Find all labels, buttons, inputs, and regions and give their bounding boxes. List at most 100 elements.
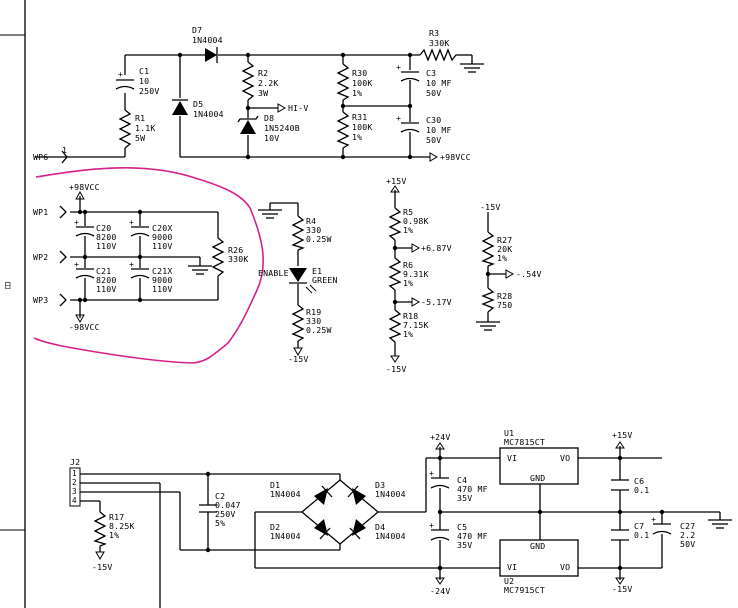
svg-text:D4: D4 (375, 522, 385, 532)
svg-text:R6: R6 (403, 260, 413, 270)
ground-bottom (708, 519, 732, 529)
plus24-label: +24V (430, 432, 450, 450)
junction-dots (77, 52, 665, 571)
plus15-divider: +15V (386, 176, 406, 193)
svg-text:1%: 1% (497, 253, 507, 263)
svg-text:U2: U2 (504, 576, 514, 586)
capacitor-c2: C2 0.047 250V 5% (199, 491, 240, 528)
diode-d3: D3 1N4004 (339, 479, 406, 513)
svg-text:0.1: 0.1 (634, 530, 649, 540)
svg-text:C27: C27 (680, 521, 695, 531)
resistor-r4: R4 330 0.25W (291, 215, 332, 251)
svg-text:1N4004: 1N4004 (375, 489, 406, 499)
left-margin: 日 (0, 0, 26, 608)
resistor-r31: R31 100K 1% (336, 111, 372, 149)
svg-text:0.25W: 0.25W (306, 234, 332, 244)
led-column-wires (270, 202, 299, 348)
svg-text:E1: E1 (312, 266, 322, 276)
capacitor-c30: + C30 10 MF 50V (396, 113, 451, 145)
svg-text:3W: 3W (258, 88, 268, 98)
svg-text:+: + (396, 113, 401, 123)
svg-text:35V: 35V (457, 493, 472, 503)
svg-text:-15V: -15V (288, 354, 309, 364)
svg-text:8200: 8200 (96, 232, 117, 242)
svg-text:R19: R19 (306, 307, 321, 317)
svg-text:5%: 5% (215, 518, 225, 528)
svg-text:VO: VO (560, 562, 570, 572)
diode-d7: D7 1N4004 (192, 25, 223, 63)
svg-text:1N4004: 1N4004 (375, 531, 406, 541)
svg-text:C30: C30 (426, 115, 441, 125)
capacitor-c4: + C4 470 MF 35V (429, 468, 488, 503)
resistor-r27: R27 20K 1% (481, 231, 512, 267)
svg-text:R4: R4 (306, 216, 316, 226)
svg-text:8.25K: 8.25K (109, 521, 135, 531)
ground-r28 (476, 321, 500, 331)
svg-text:-15V: -15V (480, 202, 501, 212)
svg-text:-15V: -15V (612, 584, 633, 594)
cap-bank-wires (70, 196, 219, 318)
svg-text:J2: J2 (70, 457, 80, 467)
svg-text:110V: 110V (152, 241, 173, 251)
svg-text:R5: R5 (403, 207, 413, 217)
svg-text:VI: VI (507, 453, 517, 463)
svg-text:R30: R30 (352, 68, 367, 78)
svg-text:VI: VI (507, 562, 517, 572)
svg-text:WP1: WP1 (33, 207, 48, 217)
svg-text:9000: 9000 (152, 232, 173, 242)
svg-text:110V: 110V (96, 241, 117, 251)
resistor-r6: R6 9.31K 1% (388, 257, 428, 291)
plus15-output: +15V (612, 430, 632, 449)
svg-text:1%: 1% (403, 225, 413, 235)
svg-text:2.2: 2.2 (680, 530, 695, 540)
svg-text:1N4004: 1N4004 (193, 109, 224, 119)
svg-text:-24V: -24V (430, 586, 451, 596)
svg-text:50V: 50V (426, 135, 441, 145)
svg-text:C20X: C20X (152, 223, 173, 233)
capacitor-c27: + C27 2.2 50V (651, 514, 695, 549)
capacitor-c21: + C21 8200 110V (74, 259, 117, 294)
svg-text:1%: 1% (403, 329, 413, 339)
svg-text:D3: D3 (375, 480, 385, 490)
svg-text:ENABLE: ENABLE (258, 268, 289, 278)
diode-d2: D2 1N4004 (270, 511, 341, 545)
svg-text:R18: R18 (403, 311, 418, 321)
svg-text:R2: R2 (258, 68, 268, 78)
svg-text:250V: 250V (215, 509, 236, 519)
svg-text:MC7815CT: MC7815CT (504, 437, 545, 447)
svg-text:C3: C3 (426, 68, 436, 78)
svg-text:-5.17V: -5.17V (421, 297, 452, 307)
capacitor-c3: + C3 10 MF 50V (396, 62, 451, 98)
svg-text:HI-V: HI-V (288, 103, 309, 113)
svg-text:1N4004: 1N4004 (270, 489, 301, 499)
svg-text:+: + (429, 520, 434, 530)
svg-text:10V: 10V (264, 133, 279, 143)
diode-d1: D1 1N4004 (270, 479, 341, 513)
svg-text:WP2: WP2 (33, 252, 48, 262)
svg-text:C21X: C21X (152, 266, 173, 276)
svg-text:D8: D8 (264, 113, 274, 123)
svg-text:+: + (118, 69, 123, 79)
svg-text:GREEN: GREEN (312, 275, 338, 285)
svg-text:0.1: 0.1 (634, 485, 649, 495)
svg-text:C20: C20 (96, 223, 111, 233)
svg-text:+98VCC: +98VCC (440, 152, 471, 162)
svg-text:2.2K: 2.2K (258, 78, 279, 88)
svg-text:MC7915CT: MC7915CT (504, 585, 545, 595)
minus15-led: -15V (288, 347, 309, 364)
svg-text:330K: 330K (228, 254, 249, 264)
svg-text:D5: D5 (193, 99, 203, 109)
svg-text:+: + (74, 259, 79, 269)
svg-text:2: 2 (72, 478, 77, 487)
resistor-r30: R30 100K 1% (336, 63, 372, 101)
svg-text:8200: 8200 (96, 275, 117, 285)
svg-text:+98VCC: +98VCC (69, 182, 100, 192)
svg-text:+: + (429, 468, 434, 478)
zener-d8: D8 1N5240B 10V (237, 113, 300, 143)
svg-text:1%: 1% (352, 132, 362, 142)
svg-text:C4: C4 (457, 475, 467, 485)
svg-text:C1: C1 (139, 66, 149, 76)
svg-text:0.98K: 0.98K (403, 216, 429, 226)
svg-text:750: 750 (497, 300, 512, 310)
